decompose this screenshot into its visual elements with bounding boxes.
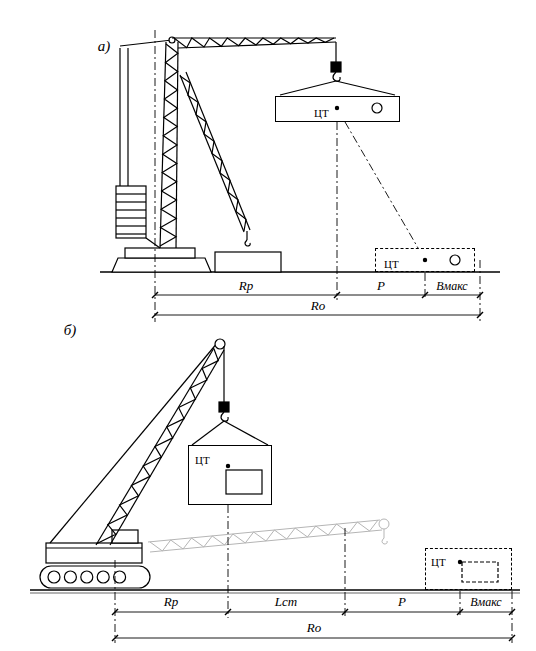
track-wheels bbox=[48, 571, 126, 583]
load-box: ЦТ bbox=[188, 445, 272, 505]
strut-rope bbox=[246, 231, 247, 240]
displacement-line bbox=[345, 122, 418, 248]
axis-line bbox=[115, 560, 116, 643]
track-wheel bbox=[81, 571, 93, 583]
dimension-line bbox=[155, 295, 480, 296]
hoist-rope bbox=[335, 42, 336, 62]
axis-line bbox=[512, 591, 513, 643]
crawler-track bbox=[40, 566, 150, 588]
back-mast bbox=[119, 48, 120, 186]
hook bbox=[221, 412, 228, 421]
dimension-line bbox=[115, 612, 512, 613]
counterweight-plate bbox=[116, 209, 146, 210]
strut-chord bbox=[186, 72, 250, 230]
load-mark bbox=[372, 103, 382, 113]
counterweight-plate bbox=[116, 193, 146, 194]
mast-tie bbox=[120, 40, 172, 46]
track-wheel bbox=[48, 571, 60, 583]
tower-chord bbox=[160, 42, 166, 248]
boom-pendant bbox=[50, 342, 218, 543]
turntable bbox=[125, 248, 195, 258]
center-dot bbox=[226, 464, 229, 467]
crane-cab bbox=[112, 530, 138, 543]
lattice-bracing bbox=[150, 520, 378, 551]
counterweight-plate bbox=[116, 225, 146, 226]
load-opening bbox=[226, 470, 262, 494]
lattice-bracing bbox=[180, 76, 246, 231]
track-wheel bbox=[97, 571, 109, 583]
hook-block bbox=[331, 62, 341, 72]
dimension-label: Ro bbox=[305, 621, 323, 635]
lowered-hook bbox=[382, 538, 387, 544]
center-dot bbox=[423, 258, 426, 261]
sling bbox=[280, 81, 336, 95]
sling bbox=[192, 421, 224, 445]
ground-block bbox=[215, 252, 281, 272]
dimension-label: Ro bbox=[309, 299, 327, 313]
axis-line bbox=[460, 591, 461, 618]
dimension-label: P bbox=[375, 279, 387, 293]
center-of-gravity-mark: ЦТ bbox=[314, 107, 329, 119]
axis-line bbox=[337, 122, 338, 300]
lattice-bracing bbox=[160, 44, 178, 246]
back-mast bbox=[127, 48, 128, 186]
sling bbox=[224, 421, 268, 445]
lattice-bracing bbox=[174, 38, 334, 48]
lowered-boom-lattice bbox=[150, 520, 378, 551]
axis-line bbox=[345, 528, 346, 618]
center-dot bbox=[458, 560, 461, 563]
load-box: ЦТ bbox=[375, 248, 475, 272]
tower-lattice bbox=[160, 44, 178, 246]
dimension-label: Rp bbox=[162, 595, 180, 609]
axis-line bbox=[155, 30, 156, 322]
cab-frame bbox=[146, 238, 160, 248]
boom-lattice bbox=[96, 349, 218, 544]
lowered-boom-sheave bbox=[379, 519, 389, 529]
strut-hook bbox=[245, 240, 250, 246]
dimension-line bbox=[115, 638, 512, 639]
counterweight bbox=[116, 186, 146, 238]
panel-letter: а) bbox=[96, 39, 113, 53]
dimension-label: P bbox=[396, 595, 408, 609]
crane-body bbox=[46, 543, 142, 563]
load-opening bbox=[462, 562, 498, 582]
hook bbox=[333, 72, 340, 81]
load-mark bbox=[450, 255, 460, 265]
body-frame bbox=[46, 547, 142, 548]
jib-lattice bbox=[174, 38, 334, 48]
hoist-rope bbox=[223, 346, 224, 402]
dimension-label: Вмакс bbox=[434, 279, 469, 293]
counterweight-plate bbox=[116, 233, 146, 234]
panel-letter: б) bbox=[62, 323, 79, 337]
dimension-label: Вмакс bbox=[468, 595, 503, 609]
dimension-label: Rp bbox=[237, 279, 255, 293]
center-of-gravity-mark: ЦТ bbox=[195, 454, 210, 466]
center-dot bbox=[335, 106, 338, 109]
counterweight-lines bbox=[116, 194, 146, 234]
center-of-gravity-mark: ЦТ bbox=[431, 556, 446, 568]
crawler-base bbox=[112, 258, 211, 272]
load-box: ЦТ bbox=[425, 548, 512, 590]
lowered-rope bbox=[384, 529, 385, 538]
counterweight-plate bbox=[116, 201, 146, 202]
dimension-line bbox=[155, 315, 480, 316]
strut-lattice bbox=[180, 76, 246, 231]
lattice-bracing bbox=[96, 349, 218, 544]
track-wheel bbox=[64, 571, 76, 583]
dimension-label: Lст bbox=[273, 595, 299, 609]
ground-line bbox=[30, 593, 520, 594]
axis-line bbox=[480, 260, 481, 322]
hook-block bbox=[219, 402, 229, 412]
jib-chord bbox=[172, 37, 336, 38]
axis-line bbox=[228, 505, 229, 618]
counterweight-plate bbox=[116, 217, 146, 218]
load-box: ЦТ bbox=[275, 96, 400, 122]
sling bbox=[336, 81, 395, 95]
center-of-gravity-mark: ЦТ bbox=[384, 258, 399, 270]
